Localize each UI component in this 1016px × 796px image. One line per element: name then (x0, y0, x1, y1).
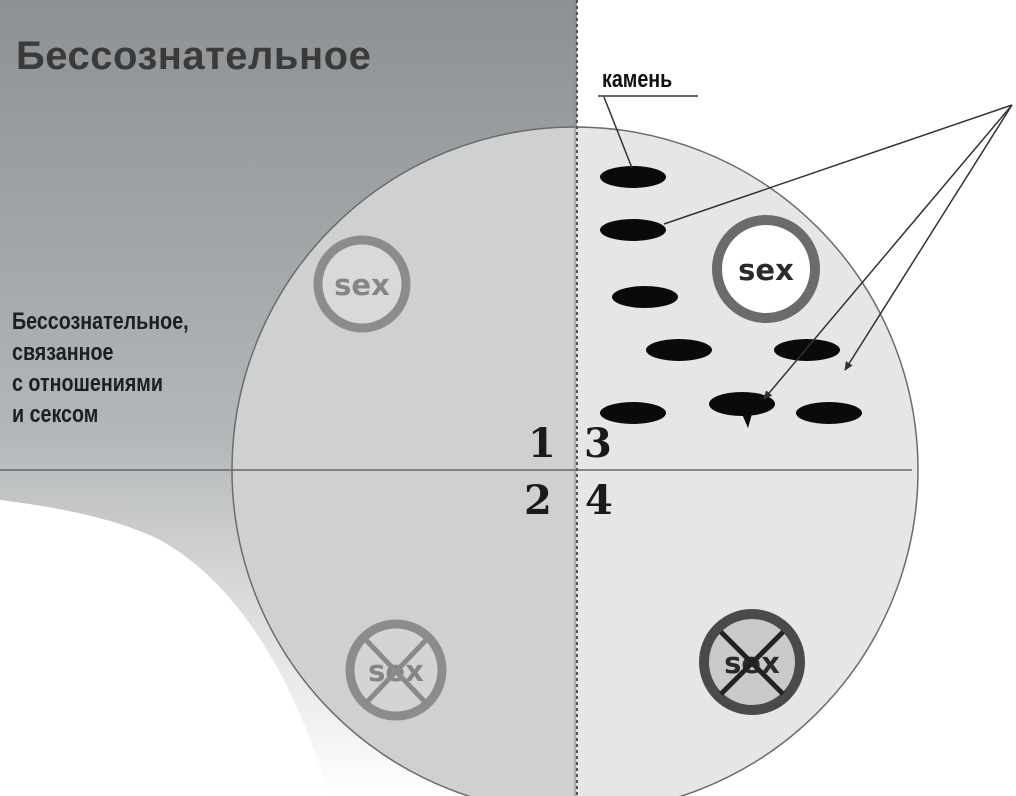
stone (600, 166, 666, 188)
stone (709, 392, 775, 416)
arrow-line (763, 104, 1013, 400)
quadrant-number-4: 4 (585, 477, 613, 524)
side-label-line: связанное (12, 339, 114, 366)
side-label-line: и сексом (12, 401, 99, 428)
stones-group (600, 166, 862, 428)
side-label-line: с отношениями (12, 370, 163, 397)
arrow-line (844, 104, 1013, 371)
side-label-line: Бессознательное, (12, 308, 189, 335)
quadrant-number-1: 1 (528, 420, 556, 467)
stone (600, 402, 666, 424)
stone-label: камень (602, 66, 673, 93)
unconscious-relations-label: Бессознательное, связанное с отношениями… (12, 306, 189, 430)
crossed-sex-symbol-q2: sex (345, 619, 447, 721)
sex-text-q3: sex (738, 253, 794, 287)
stone (774, 339, 840, 361)
stone (600, 219, 666, 241)
stone (796, 402, 862, 424)
quadrant-number-2: 2 (524, 477, 552, 524)
stone (612, 286, 678, 308)
crossed-sex-symbol-q4: sex (699, 609, 805, 715)
quadrant-number-3: 3 (584, 420, 612, 467)
sex-symbol-q3: sex (712, 215, 820, 323)
stone-label-pointer (603, 96, 633, 169)
sex-symbol-q1: sex (313, 235, 411, 333)
stone-tail (742, 414, 752, 428)
stone (646, 339, 712, 361)
arrow-line (663, 104, 1013, 225)
unconscious-heading: Бессознательное (16, 34, 372, 78)
sex-text-q1: sex (334, 268, 390, 302)
